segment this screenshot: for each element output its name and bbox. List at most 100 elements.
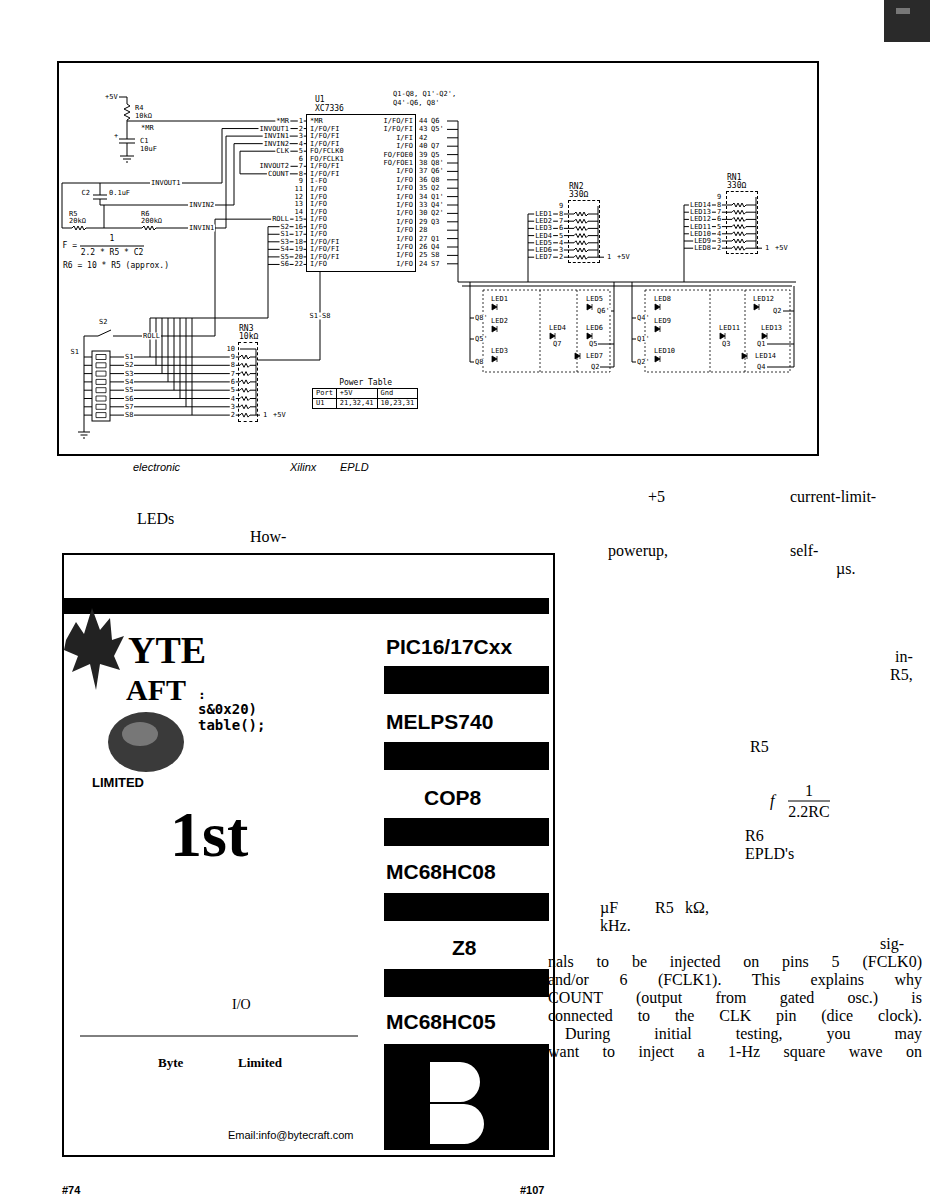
schematic-label: Q7 bbox=[552, 341, 562, 348]
schematic-label: 14 bbox=[294, 208, 304, 215]
led-group-outline bbox=[483, 290, 790, 372]
schematic-label: 2 bbox=[230, 412, 236, 419]
ad-text: Limited bbox=[238, 1056, 282, 1069]
schematic-label: 1 bbox=[298, 118, 304, 125]
schematic-label: 44 bbox=[418, 118, 428, 125]
schematic-label: 7 bbox=[716, 209, 722, 216]
schematic-label: 6 bbox=[230, 378, 236, 385]
part-label: RN3 bbox=[239, 325, 253, 333]
body-text: 2.2RC bbox=[788, 804, 829, 820]
schematic-label: S3 bbox=[280, 238, 290, 245]
table-cell: +5V bbox=[337, 389, 378, 399]
ad-text: s&0x20) bbox=[198, 702, 257, 716]
schematic-label: C1 bbox=[139, 138, 149, 145]
schematic-label: 4 bbox=[558, 239, 564, 246]
schematic-label: 11 bbox=[294, 185, 304, 192]
schematic-label: ROLL bbox=[271, 216, 290, 223]
body-text: R5 bbox=[655, 900, 674, 916]
schematic-label: *MR bbox=[309, 118, 324, 125]
schematic-label: 24 bbox=[418, 260, 428, 267]
body-text: EPLD's bbox=[745, 846, 794, 862]
schematic-label: Q8 bbox=[430, 176, 440, 183]
schematic-label: 19 bbox=[294, 246, 304, 253]
body-text: nals to be injected on pins 5 (FCLK0) bbox=[548, 954, 922, 970]
schematic-label: S2 bbox=[280, 223, 290, 230]
resistor-network: RN2330Ω bbox=[568, 200, 600, 263]
ad-logo bbox=[430, 1062, 484, 1144]
body-text: connected to the CLK pin (dice clock). bbox=[548, 1008, 922, 1024]
schematic-label: LED9 bbox=[693, 238, 712, 245]
schematic-label: LED12 bbox=[689, 216, 712, 223]
ad-photo bbox=[108, 712, 184, 772]
schematic-label: Q4 bbox=[430, 244, 440, 251]
schematic-label: Q4' bbox=[636, 315, 651, 322]
schematic-label: INVIN2 bbox=[263, 140, 290, 147]
ground-symbol bbox=[78, 156, 134, 438]
body-text: current-limit- bbox=[790, 489, 876, 505]
ad-text: 1st bbox=[170, 803, 248, 867]
schematic-label: 5 bbox=[558, 232, 564, 239]
schematic-label: Q1-Q8, Q1'-Q2', bbox=[392, 91, 457, 98]
schematic-label: Q5 bbox=[430, 151, 440, 158]
schematic-label: Q2 bbox=[430, 185, 440, 192]
part-label: RN2 bbox=[569, 183, 583, 191]
body-text: want to inject a 1-Hz square wave on bbox=[548, 1044, 922, 1060]
schematic-label: FO/FCLK0 bbox=[309, 148, 345, 155]
schematic-label: LED6 bbox=[534, 247, 553, 254]
ad-text: I/O bbox=[232, 998, 251, 1012]
corner-mark bbox=[896, 8, 910, 14]
schematic-label: S6 bbox=[280, 261, 290, 268]
schematic-label: I/FO bbox=[309, 208, 328, 215]
schematic-label: INVIN1 bbox=[263, 133, 290, 140]
schematic-label: 5 bbox=[716, 223, 722, 230]
schematic-label: I/FO bbox=[309, 216, 328, 223]
schematic-label: 2 bbox=[558, 254, 564, 261]
schematic-label: 42 bbox=[418, 134, 428, 141]
schematic-label: 8 bbox=[298, 170, 304, 177]
schematic-label: 1 bbox=[262, 412, 268, 419]
table-cell: Gnd bbox=[378, 389, 419, 399]
schematic-label: 33 bbox=[418, 202, 428, 209]
schematic-label: 0.1uF bbox=[108, 190, 131, 197]
power-table: Power TablePort+5VGndU121,32,4110,23,31 bbox=[312, 388, 418, 409]
schematic-label: LED7 bbox=[585, 353, 604, 360]
ad-text: table(); bbox=[198, 718, 265, 732]
schematic-label: C2 bbox=[81, 190, 91, 197]
schematic-label: 5 bbox=[298, 148, 304, 155]
schematic-label: 8 bbox=[558, 211, 564, 218]
body-text: During initial testing, you may bbox=[565, 1026, 922, 1042]
schematic-label: 10uF bbox=[139, 146, 158, 153]
ad-text: Z8 bbox=[452, 937, 477, 958]
schematic-label: Q1' bbox=[636, 336, 651, 343]
ad-block bbox=[384, 666, 549, 1150]
schematic-label: LED1 bbox=[490, 296, 509, 303]
schematic-label: I/FO/FI bbox=[309, 170, 341, 177]
body-text: 1 bbox=[805, 783, 813, 799]
schematic-label: Q5' bbox=[474, 336, 489, 343]
schematic-label: LED8 bbox=[693, 245, 712, 252]
body-text: and/or 6 (FCLK1). This explains why bbox=[548, 972, 922, 988]
page-number: #74 bbox=[62, 1185, 80, 1196]
caption-text: electronic bbox=[133, 462, 180, 473]
schematic-label: I/FO/FI bbox=[309, 125, 341, 132]
schematic-label: LED5 bbox=[585, 296, 604, 303]
schematic-label: Q1' bbox=[430, 193, 445, 200]
schematic-label: CLK bbox=[275, 148, 290, 155]
schematic-label: 2 bbox=[298, 125, 304, 132]
schematic-label: I/FO/FI bbox=[309, 140, 341, 147]
ad-text: COP8 bbox=[424, 787, 481, 808]
schematic-label: 1 bbox=[764, 245, 770, 252]
schematic-label: I/FO bbox=[395, 235, 414, 242]
schematic-label: LED14 bbox=[754, 353, 777, 360]
part-label: 330Ω bbox=[727, 182, 746, 190]
schematic-label: LED10 bbox=[689, 230, 712, 237]
schematic-label: 36 bbox=[418, 176, 428, 183]
schematic-label: 29 bbox=[418, 218, 428, 225]
schematic-label: S4 bbox=[280, 246, 290, 253]
schematic-label: Q8' bbox=[430, 160, 445, 167]
schematic-label: 18 bbox=[294, 238, 304, 245]
schematic-label: Q3 bbox=[430, 218, 440, 225]
wire bbox=[62, 97, 796, 432]
schematic-label: S4 bbox=[124, 378, 134, 385]
schematic-label: S2 bbox=[98, 319, 108, 326]
